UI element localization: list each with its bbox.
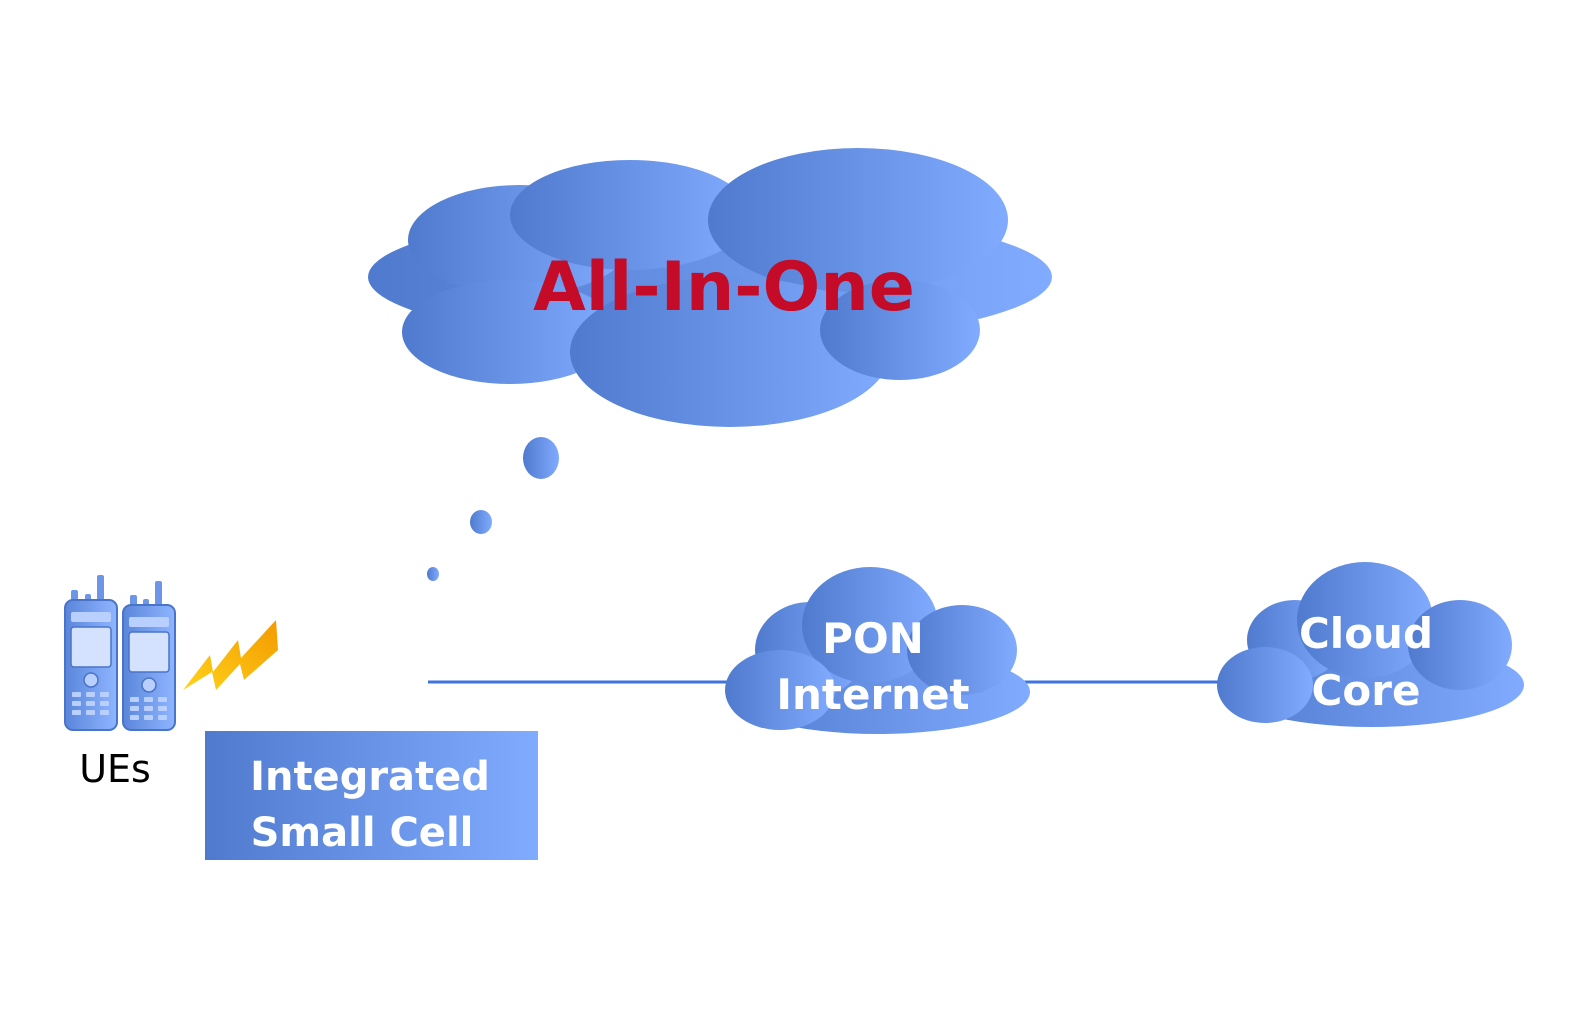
integrated-small-cell-box: Integrated Small Cell — [205, 731, 538, 860]
cloud-core-cloud: Cloud Core — [1217, 562, 1524, 727]
ues-label: UEs — [79, 747, 151, 791]
all-in-one-title: All-In-One — [533, 248, 915, 327]
walkie-talkie-1 — [64, 575, 118, 731]
thought-bubbles — [427, 437, 559, 581]
lightning-icon — [183, 620, 278, 690]
all-in-one-cloud: All-In-One — [368, 148, 1052, 427]
cloud-core-line2: Core — [1312, 666, 1421, 715]
thought-bubble-small — [427, 567, 439, 581]
small-cell-line2: Small Cell — [251, 810, 474, 856]
pon-internet-cloud: PON Internet — [725, 567, 1030, 734]
cloud-core-line1: Cloud — [1299, 609, 1433, 658]
pon-internet-line2: Internet — [776, 670, 969, 719]
pon-internet-line1: PON — [822, 614, 924, 663]
walkie-talkie-icon — [64, 575, 176, 731]
walkie-talkie-2 — [122, 581, 176, 731]
thought-bubble-large — [523, 437, 559, 479]
thought-bubble-medium — [470, 510, 492, 534]
small-cell-line1: Integrated — [250, 754, 490, 800]
